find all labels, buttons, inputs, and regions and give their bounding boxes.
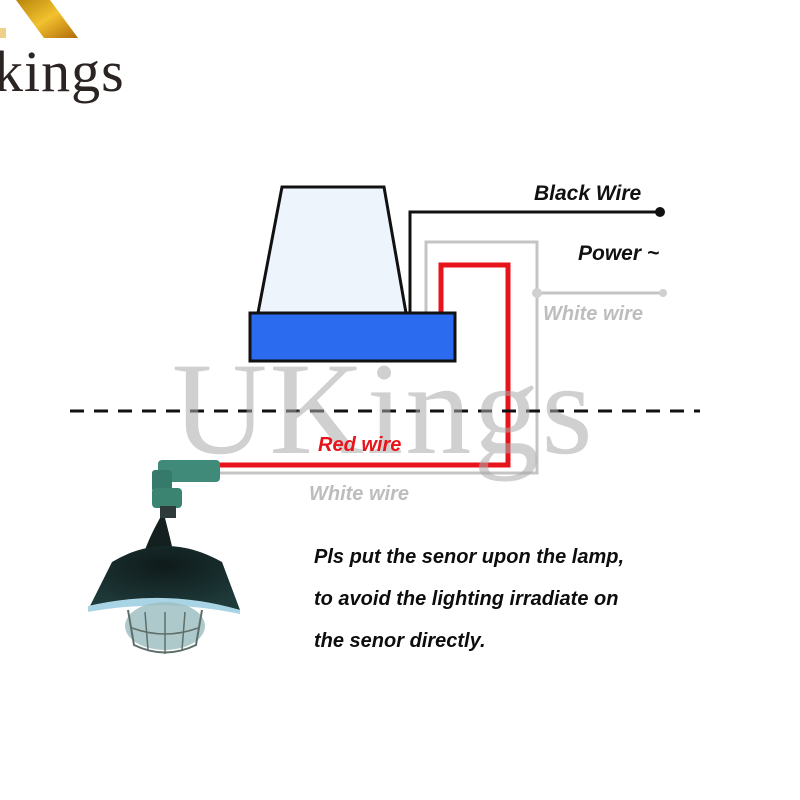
label-red-wire: Red wire [318, 434, 402, 456]
black-wire [408, 207, 665, 313]
brand-logo-text: kings [0, 39, 125, 104]
red-wire [218, 262, 511, 468]
white-wire-top [218, 240, 667, 475]
note-line-3: the senor directly. [314, 630, 486, 652]
note-line-1: Pls put the senor upon the lamp, [314, 546, 625, 568]
instruction-note: Pls put the senor upon the lamp, to avoi… [314, 536, 624, 662]
label-power: Power ~ [578, 242, 660, 265]
label-white-wire-top: White wire [543, 303, 644, 325]
lamp-icon [88, 460, 240, 654]
label-white-wire-bottom: White wire [309, 483, 410, 505]
label-black-wire: Black Wire [534, 182, 642, 205]
logo-mark-icon [0, 0, 78, 38]
watermark-text: UKings [172, 335, 595, 482]
light-sensor-icon [248, 185, 457, 363]
note-line-2: to avoid the lighting irradiate on [314, 588, 619, 610]
